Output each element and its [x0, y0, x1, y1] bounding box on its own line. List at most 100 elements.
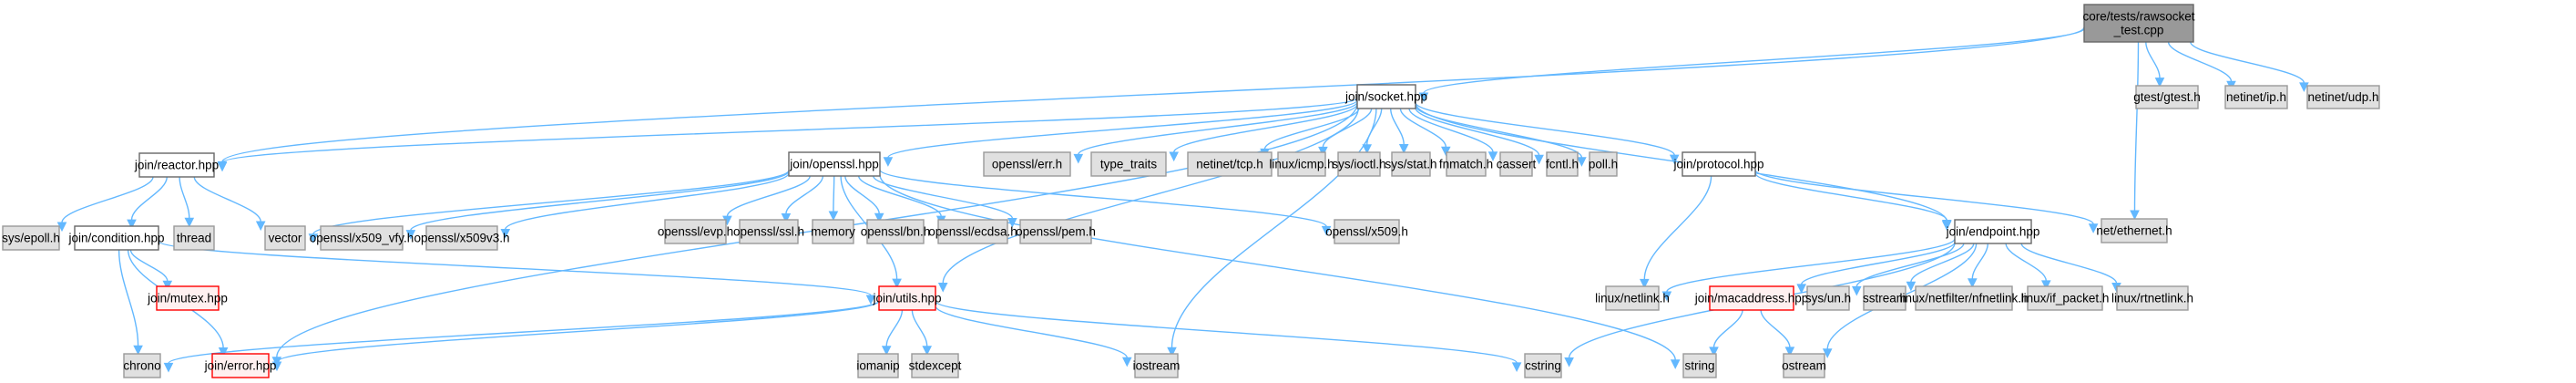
edge-line [1366, 108, 1383, 145]
node-label: openssl/ssl.h [733, 225, 804, 239]
arrowhead-icon [1440, 146, 1451, 157]
edge-line [179, 176, 190, 219]
node-label: openssl/bn.h [861, 225, 931, 239]
edge-line [505, 172, 790, 230]
node-netlink: linux/netlink.h [1595, 285, 1670, 311]
node-box [937, 219, 1008, 244]
edge-line [1415, 102, 1675, 156]
edge-line [1415, 105, 1583, 158]
edge-line [1910, 243, 1975, 283]
edge-line [1170, 108, 1377, 348]
node-box [320, 225, 404, 251]
arrowhead-icon [1487, 151, 1498, 161]
arrowhead-icon [1121, 357, 1132, 367]
edge-socket-to-typetraits [1169, 104, 1358, 162]
edge-line [911, 309, 928, 347]
edge-root-to-udp [2190, 41, 2309, 93]
arrowhead-icon [937, 283, 948, 293]
node-endpoint[interactable]: join/endpoint.hpp [1946, 219, 2040, 244]
node-icmp: linux/icmp.h [1269, 151, 1334, 177]
node-box [1134, 353, 1179, 378]
node-box [123, 353, 161, 378]
node-protocol[interactable]: join/protocol.hpp [1672, 151, 1764, 177]
node-label: linux/icmp.h [1269, 158, 1334, 171]
node-label: join/mutex.hpp [147, 292, 228, 305]
edge-line [1399, 108, 1446, 148]
node-condition[interactable]: join/condition.hpp [67, 225, 165, 251]
node-iostream: iostream [1133, 353, 1181, 378]
edge-line [935, 300, 1518, 364]
edge-line [312, 170, 790, 235]
node-ethernet: net/ethernet.h [2096, 218, 2172, 243]
node-stat: sys/stat.h [1385, 151, 1437, 177]
arrowhead-icon [781, 213, 792, 223]
node-label: linux/if_packet.h [2021, 292, 2110, 305]
edge-line [118, 249, 139, 347]
arrowhead-icon [1709, 347, 1719, 357]
node-label: thread [177, 232, 211, 245]
arrowhead-icon [865, 295, 876, 305]
edge-line [935, 305, 1128, 358]
edge-root-to-ip [2167, 41, 2236, 91]
node-error[interactable]: join/error.hpp [204, 353, 277, 378]
arrowhead-icon [1941, 220, 1952, 230]
edge-protocol-to-endpoint [1754, 172, 1952, 230]
node-box [1546, 151, 1579, 177]
node-label: join/error.hpp [204, 359, 277, 373]
node-label: netinet/ip.h [2226, 90, 2286, 104]
arrowhead-icon [1967, 278, 1978, 288]
node-label: iostream [1133, 359, 1181, 373]
node-root[interactable]: core/tests/rawsocket_test.cpp [2082, 4, 2195, 43]
edge-line [1666, 238, 1956, 293]
node-box [2116, 285, 2189, 311]
node-macaddress[interactable]: join/macaddress.hpp [1694, 285, 1809, 311]
node-ifpacket: linux/if_packet.h [2021, 285, 2110, 311]
node-box [911, 353, 959, 378]
edge-line [1760, 309, 1791, 348]
node-label: stdexcept [909, 359, 962, 373]
edge-line [2190, 41, 2305, 84]
node-box [1446, 151, 1487, 177]
node-box [1682, 353, 1717, 378]
node-gtest: gtest/gtest.h [2133, 85, 2201, 109]
edge-line [833, 175, 835, 212]
edge-utils-to-iomanip [881, 309, 904, 356]
node-box [1334, 219, 1400, 244]
node-label: iomanip [856, 359, 899, 373]
arrowhead-icon [1534, 154, 1544, 165]
node-box [866, 219, 925, 244]
node-openssl[interactable]: join/openssl.hpp [788, 151, 881, 177]
arrowhead-icon [2040, 280, 2051, 291]
node-x509vfy: openssl/x509_vfy.h [310, 225, 414, 251]
node-box [1499, 151, 1533, 177]
edge-endpoint-to-un [1851, 243, 1965, 296]
node-rtnetlink: linux/rtnetlink.h [2111, 285, 2193, 311]
node-label: ostream [1782, 359, 1826, 373]
node-reactor[interactable]: join/reactor.hpp [134, 152, 219, 178]
node-sstream: sstream [1863, 285, 1906, 311]
node-mutex[interactable]: join/mutex.hpp [147, 285, 228, 311]
edge-line [942, 108, 1359, 284]
edge-socket-to-cassert [1408, 108, 1498, 161]
edge-line [276, 300, 880, 363]
arrowhead-icon [127, 219, 137, 230]
edge-line [193, 176, 261, 223]
edge-reactor-to-thread [179, 176, 195, 228]
edge-root-to-gtest [2145, 41, 2165, 88]
node-typetraits: type_traits [1090, 151, 1167, 177]
node-chrono: chrono [123, 353, 161, 378]
node-vector: vector [264, 225, 306, 251]
node-socket[interactable]: join/socket.hpp [1344, 84, 1427, 109]
edge-line [879, 174, 1676, 360]
edge-line [2020, 243, 2118, 284]
arrowhead-icon [1796, 284, 1807, 295]
node-box [1019, 219, 1092, 244]
node-box [264, 225, 306, 251]
node-utils[interactable]: join/utils.hpp [872, 285, 942, 311]
edge-openssl-to-string [879, 174, 1681, 369]
edge-socket-to-reactor [217, 98, 1358, 172]
node-box [1915, 285, 2013, 311]
edge-line [1855, 243, 1965, 287]
arrowhead-icon [1167, 347, 1177, 357]
node-box [1605, 285, 1660, 311]
